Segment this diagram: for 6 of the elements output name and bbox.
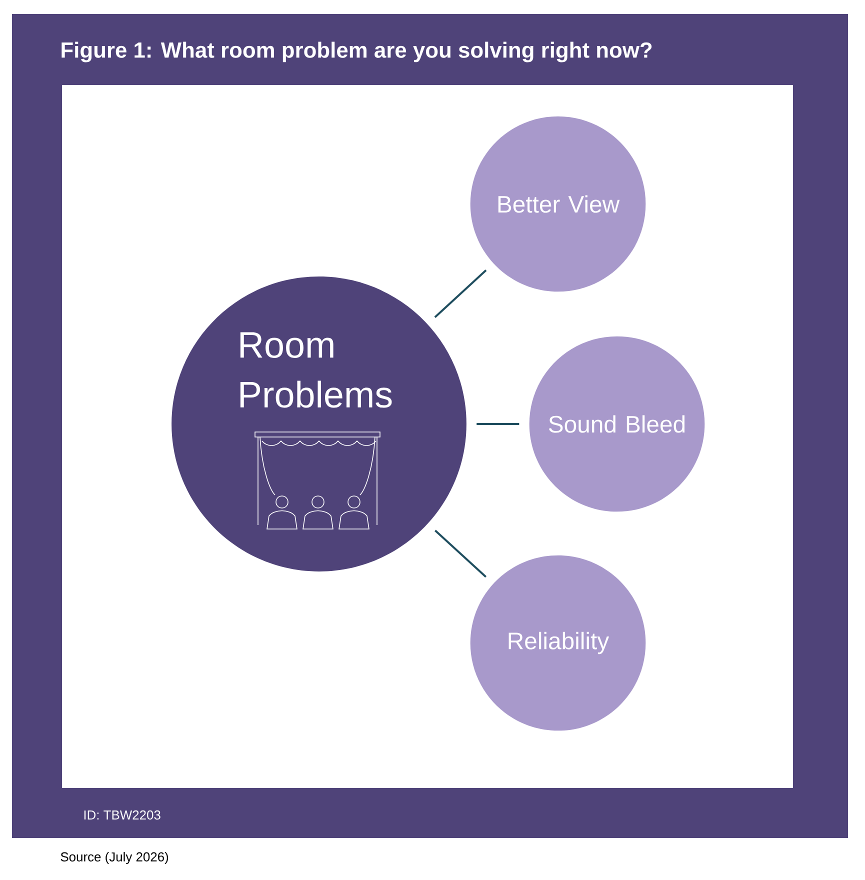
connector-line	[434, 270, 487, 318]
connector-line	[434, 530, 487, 578]
id-label: ID: TBW2203	[84, 810, 160, 820]
connector-line	[476, 423, 520, 425]
caption: Source (July 2026)	[60, 852, 168, 864]
title: Figure 1: What room problem are you solving right now?	[62, 42, 652, 62]
